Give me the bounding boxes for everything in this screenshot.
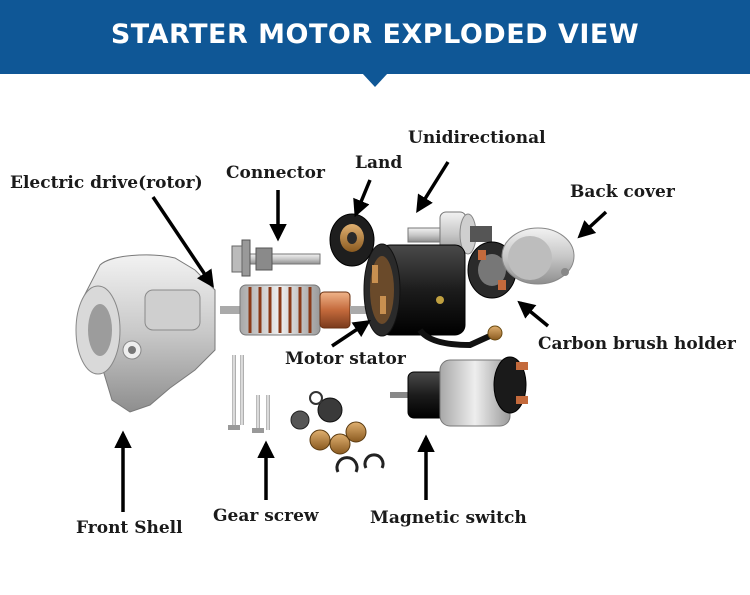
arrow-back-cover bbox=[577, 210, 608, 239]
front-shell-part bbox=[75, 254, 216, 413]
label-front-shell: Front Shell bbox=[76, 518, 183, 538]
title-banner bbox=[0, 0, 750, 74]
motor-stator-part bbox=[363, 243, 503, 349]
label-carbon-brush-holder: Carbon brush holder bbox=[538, 334, 736, 354]
connector-part bbox=[231, 239, 321, 277]
label-gear-screw: Gear screw bbox=[213, 506, 319, 526]
label-unidirectional: Unidirectional bbox=[408, 128, 546, 148]
page-title: STARTER MOTOR EXPLODED VIEW bbox=[110, 19, 640, 50]
banner-pointer bbox=[362, 73, 388, 87]
arrow-land bbox=[353, 179, 372, 218]
arrow-electric-drive bbox=[151, 196, 214, 288]
arrow-unidirectional bbox=[416, 161, 450, 213]
arrow-carbon-brush-holder bbox=[517, 300, 550, 328]
label-motor-stator: Motor stator bbox=[285, 349, 406, 369]
magnetic-switch-part bbox=[390, 356, 528, 427]
back-cover-part bbox=[501, 227, 575, 285]
arrow-motor-stator bbox=[331, 320, 371, 348]
label-magnetic-switch: Magnetic switch bbox=[370, 508, 527, 528]
label-connector: Connector bbox=[226, 163, 325, 183]
gear-screw-part bbox=[228, 355, 270, 433]
label-land: Land bbox=[355, 153, 403, 173]
label-back-cover: Back cover bbox=[570, 182, 675, 202]
unidirectional-part bbox=[407, 211, 492, 257]
label-electric-drive: Electric drive(rotor) bbox=[10, 173, 203, 193]
rotor-part bbox=[220, 284, 366, 336]
land-part bbox=[329, 213, 375, 267]
planetary-gears-part bbox=[290, 391, 385, 473]
